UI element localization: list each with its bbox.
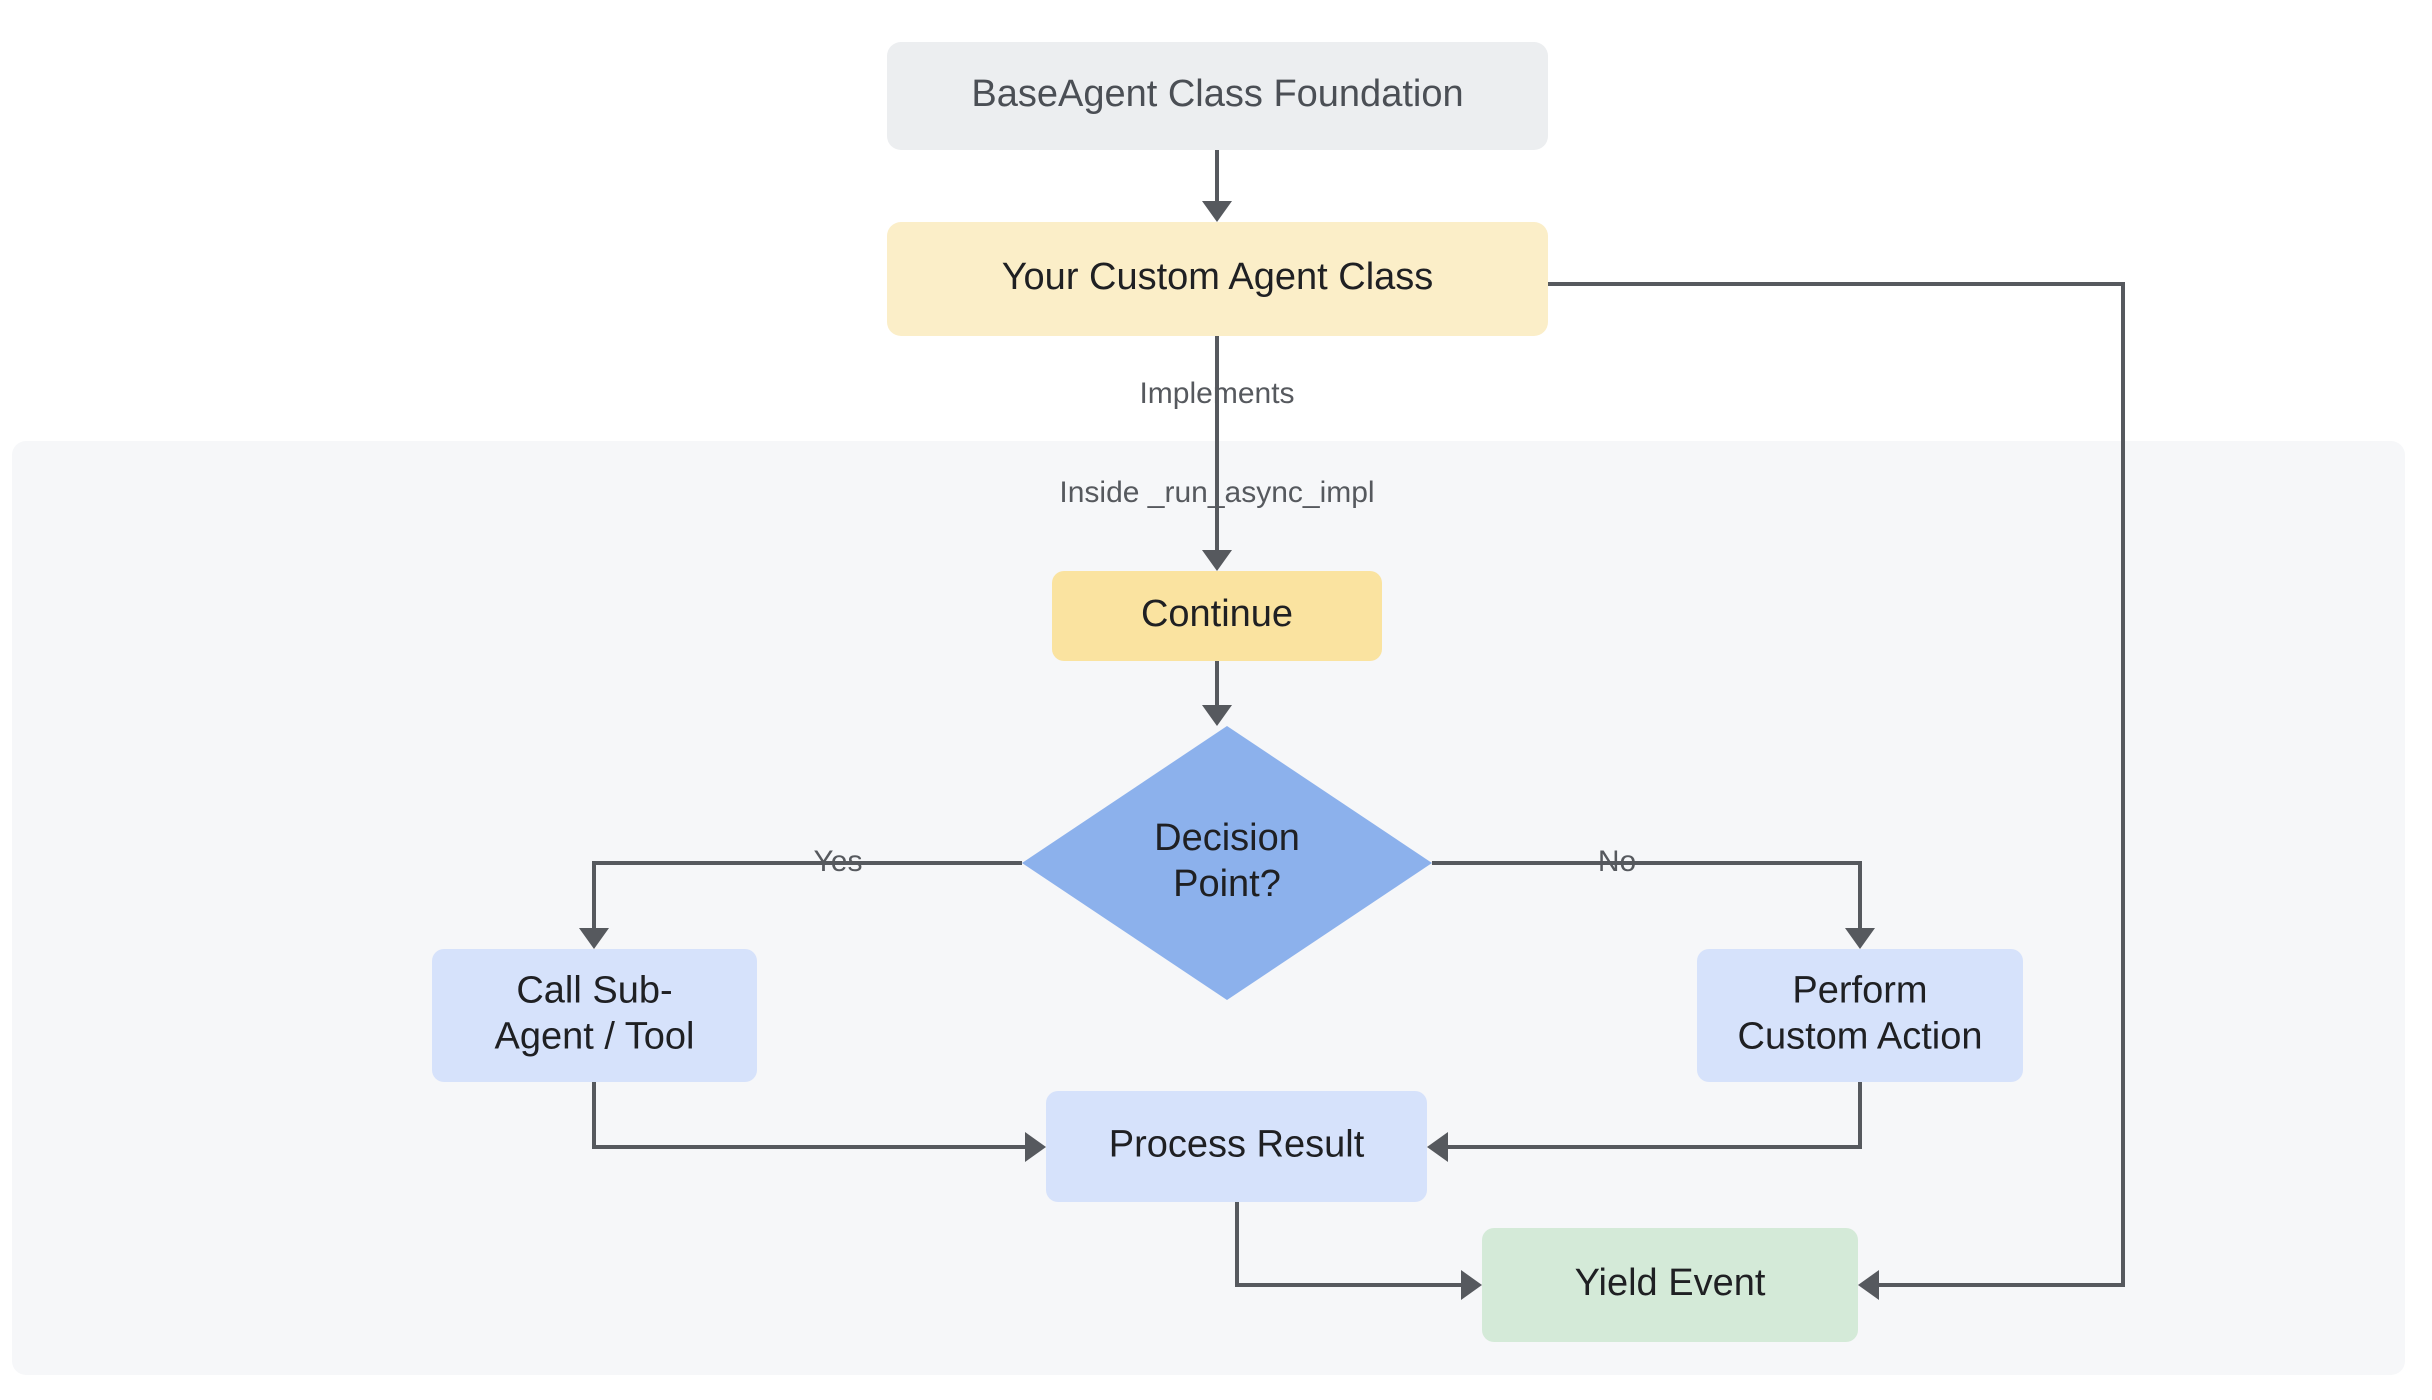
node-custom-agent-label: Your Custom Agent Class bbox=[1002, 256, 1434, 298]
arrowhead-icon bbox=[1858, 1270, 1879, 1300]
edge-group bbox=[579, 150, 2125, 1300]
node-perform-custom-action-shape bbox=[1697, 949, 2023, 1082]
node-yield-event-label: Yield Event bbox=[1575, 1262, 1766, 1304]
node-group: BaseAgent Class Foundation Your Custom A… bbox=[432, 42, 2023, 1342]
arrowhead-icon bbox=[579, 928, 609, 949]
edge-label-group: Implements Inside _run_async_impl Yes No bbox=[814, 377, 1637, 878]
node-call-sub-agent[interactable]: Call Sub-Agent / Tool bbox=[432, 949, 757, 1082]
arrowhead-icon bbox=[1202, 705, 1232, 726]
edge-call-sub-agent-to-process-result bbox=[592, 1082, 1030, 1149]
edge-process-result-to-yield-event bbox=[1235, 1202, 1466, 1287]
node-base-agent[interactable]: BaseAgent Class Foundation bbox=[887, 42, 1548, 150]
arrowhead-icon bbox=[1202, 201, 1232, 222]
node-continue[interactable]: Continue bbox=[1052, 571, 1382, 661]
edge-label-implements: Implements bbox=[1139, 377, 1294, 410]
edge-decision-no-to-perform-custom-action bbox=[1432, 861, 1862, 933]
node-process-result-label: Process Result bbox=[1109, 1124, 1365, 1166]
node-process-result-shape bbox=[1046, 1091, 1427, 1202]
edge-label-inside-run-async-impl: Inside _run_async_impl bbox=[1059, 476, 1374, 509]
arrowhead-icon bbox=[1427, 1132, 1448, 1162]
node-custom-agent-shape bbox=[887, 222, 1548, 336]
node-call-sub-agent-label: Call Sub-Agent / Tool bbox=[494, 969, 694, 1057]
node-continue-label: Continue bbox=[1141, 593, 1293, 635]
edge-label-no: No bbox=[1598, 845, 1636, 878]
edge-decision-yes-to-call-sub-agent bbox=[592, 861, 1022, 933]
arrowhead-icon bbox=[1025, 1132, 1046, 1162]
node-yield-event-shape bbox=[1482, 1228, 1858, 1342]
arrowhead-icon bbox=[1461, 1270, 1482, 1300]
arrowhead-icon bbox=[1845, 928, 1875, 949]
node-continue-shape bbox=[1052, 571, 1382, 661]
edge-custom-agent-loop-to-yield-event bbox=[1548, 282, 2125, 1287]
node-base-agent-shape bbox=[887, 42, 1548, 150]
node-call-sub-agent-shape bbox=[432, 949, 757, 1082]
node-process-result[interactable]: Process Result bbox=[1046, 1091, 1427, 1202]
edge-perform-custom-action-to-process-result bbox=[1443, 1082, 1862, 1149]
node-decision-point-diamond bbox=[1022, 726, 1432, 1000]
node-custom-agent[interactable]: Your Custom Agent Class bbox=[887, 222, 1548, 336]
node-base-agent-label: BaseAgent Class Foundation bbox=[971, 73, 1463, 115]
node-yield-event[interactable]: Yield Event bbox=[1482, 1228, 1858, 1342]
arrowhead-icon bbox=[1202, 550, 1232, 571]
edge-label-yes: Yes bbox=[814, 845, 863, 878]
